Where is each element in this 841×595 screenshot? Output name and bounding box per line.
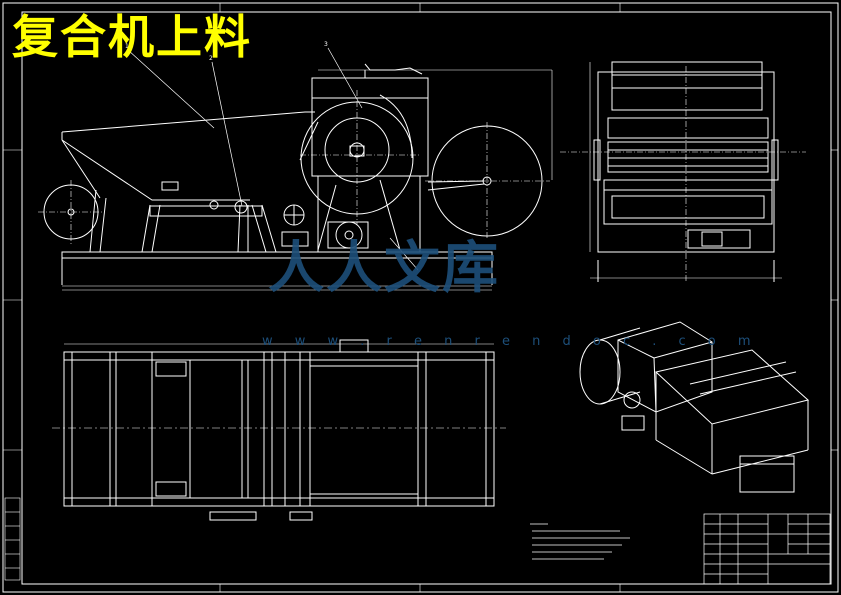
balloon-1: 1: [125, 43, 129, 50]
technical-notes: [530, 523, 630, 560]
balloon-3: 3: [324, 41, 328, 48]
zone-ticks: [3, 3, 838, 592]
front-view: [38, 63, 553, 291]
leaders: [127, 47, 419, 271]
balloon-2: 2: [209, 55, 213, 62]
isometric-view: [579, 321, 810, 493]
left-margin-table: [4, 497, 21, 581]
title-block: [703, 513, 831, 585]
watermark-url: w w w . r e n r e n d o c . c o m: [262, 334, 760, 349]
drawing-title: 复合机上料: [12, 10, 252, 64]
inner-border: [21, 11, 832, 585]
watermark-brand: 人人文库: [268, 235, 500, 301]
side-view: [560, 61, 806, 282]
top-view: [52, 339, 506, 521]
